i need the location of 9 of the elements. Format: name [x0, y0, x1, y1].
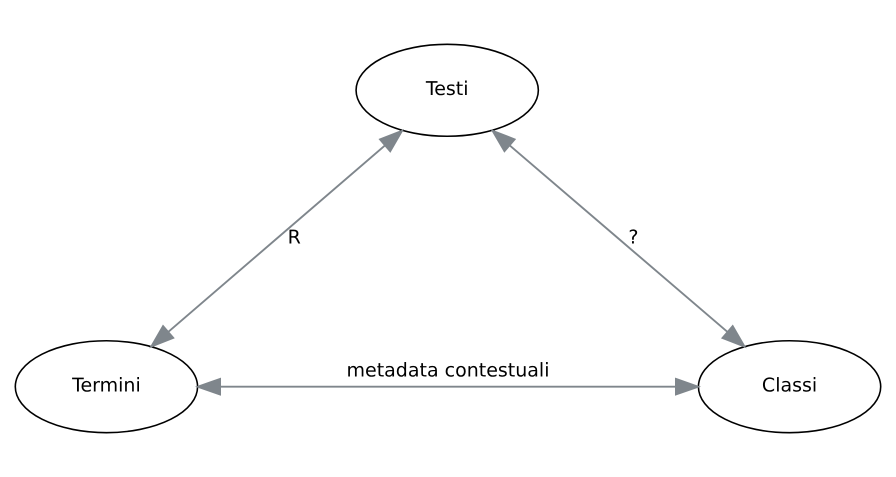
node-ellipse: Termini	[14, 340, 198, 434]
node-ellipse: Classi	[698, 340, 882, 434]
arrow	[194, 378, 702, 396]
edge-label: ?	[628, 226, 638, 248]
arrow	[149, 128, 404, 348]
node-ellipse: Testi	[355, 44, 540, 138]
edge-label: R	[288, 226, 301, 248]
arrow	[490, 128, 747, 348]
edge-label: metadata contestuali	[346, 360, 550, 382]
